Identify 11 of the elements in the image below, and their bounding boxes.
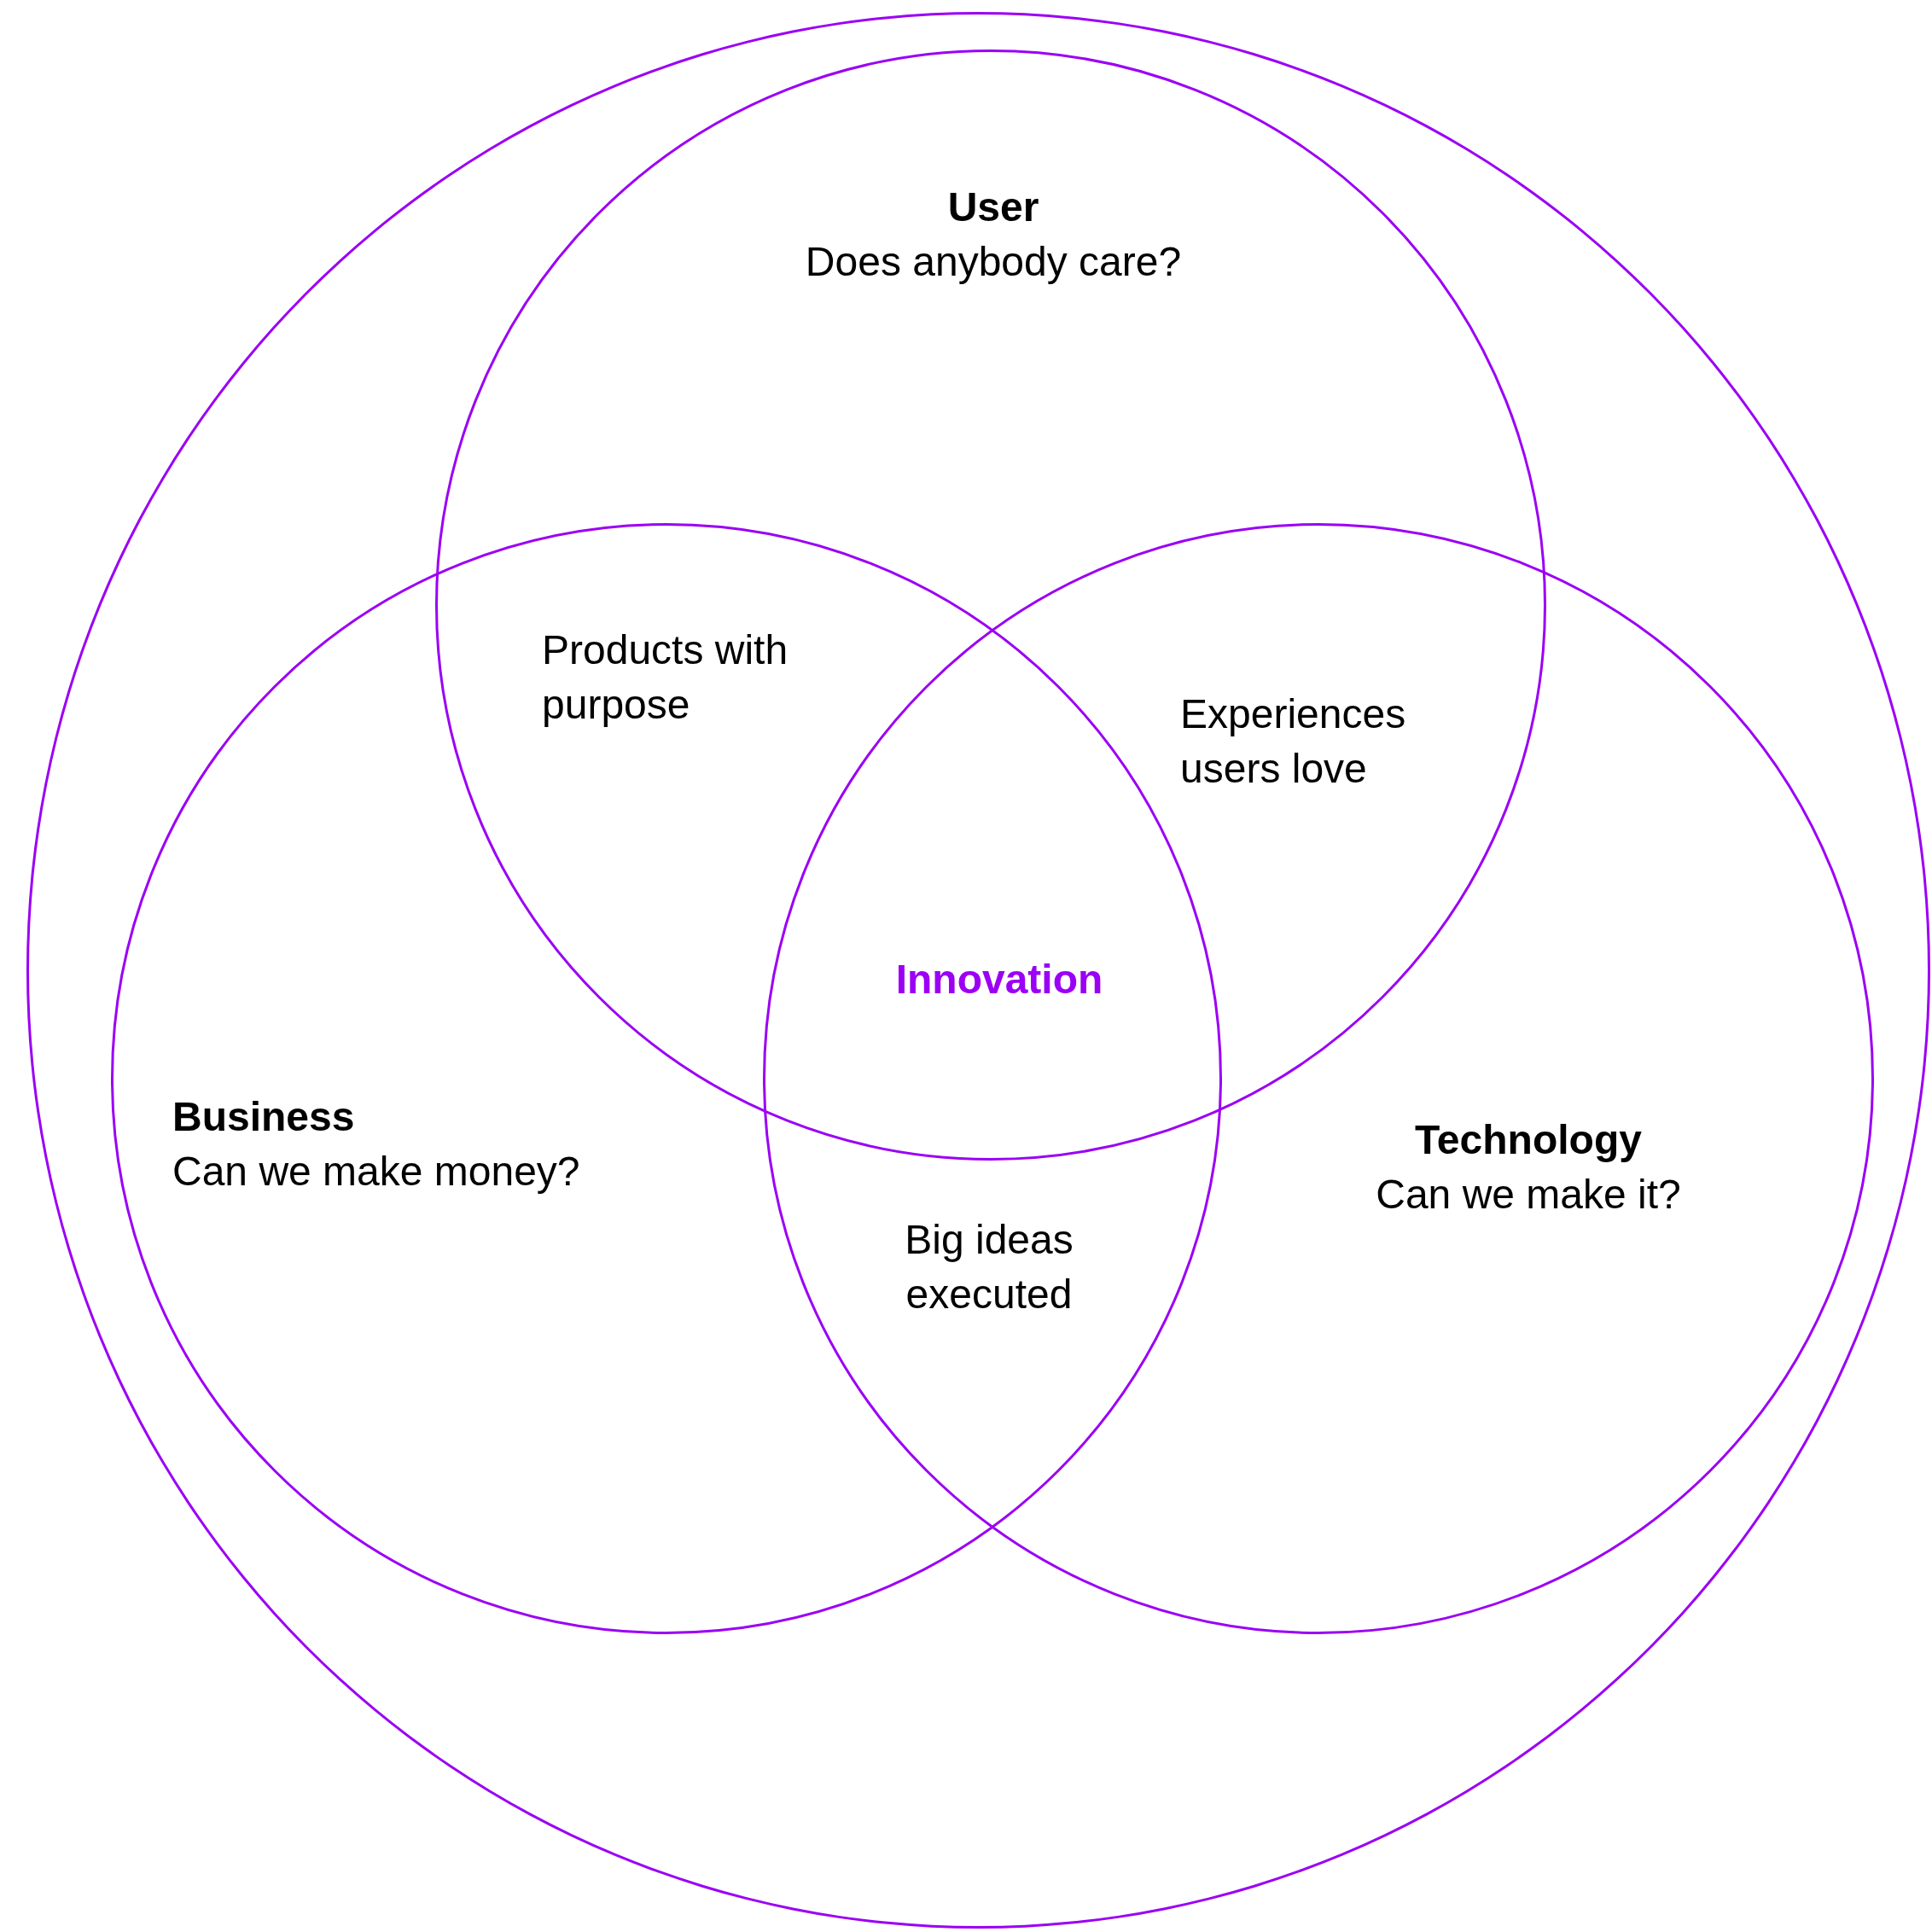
venn-heading: Business — [172, 1093, 356, 1141]
overlap-label: Big ideas executed — [904, 1216, 1074, 1318]
center-label: Innovation — [894, 956, 1104, 1004]
venn-question: Can we make it? — [1375, 1171, 1682, 1219]
overlap-label: Products with purpose — [542, 626, 789, 729]
venn-heading: User — [946, 183, 1040, 231]
venn-heading: Technology — [1414, 1116, 1643, 1164]
venn-question: Can we make money? — [172, 1148, 581, 1196]
venn-question: Does anybody care? — [804, 238, 1183, 286]
outer-ellipse — [26, 12, 1930, 1929]
overlap-label: Experiences users love — [1180, 690, 1407, 793]
